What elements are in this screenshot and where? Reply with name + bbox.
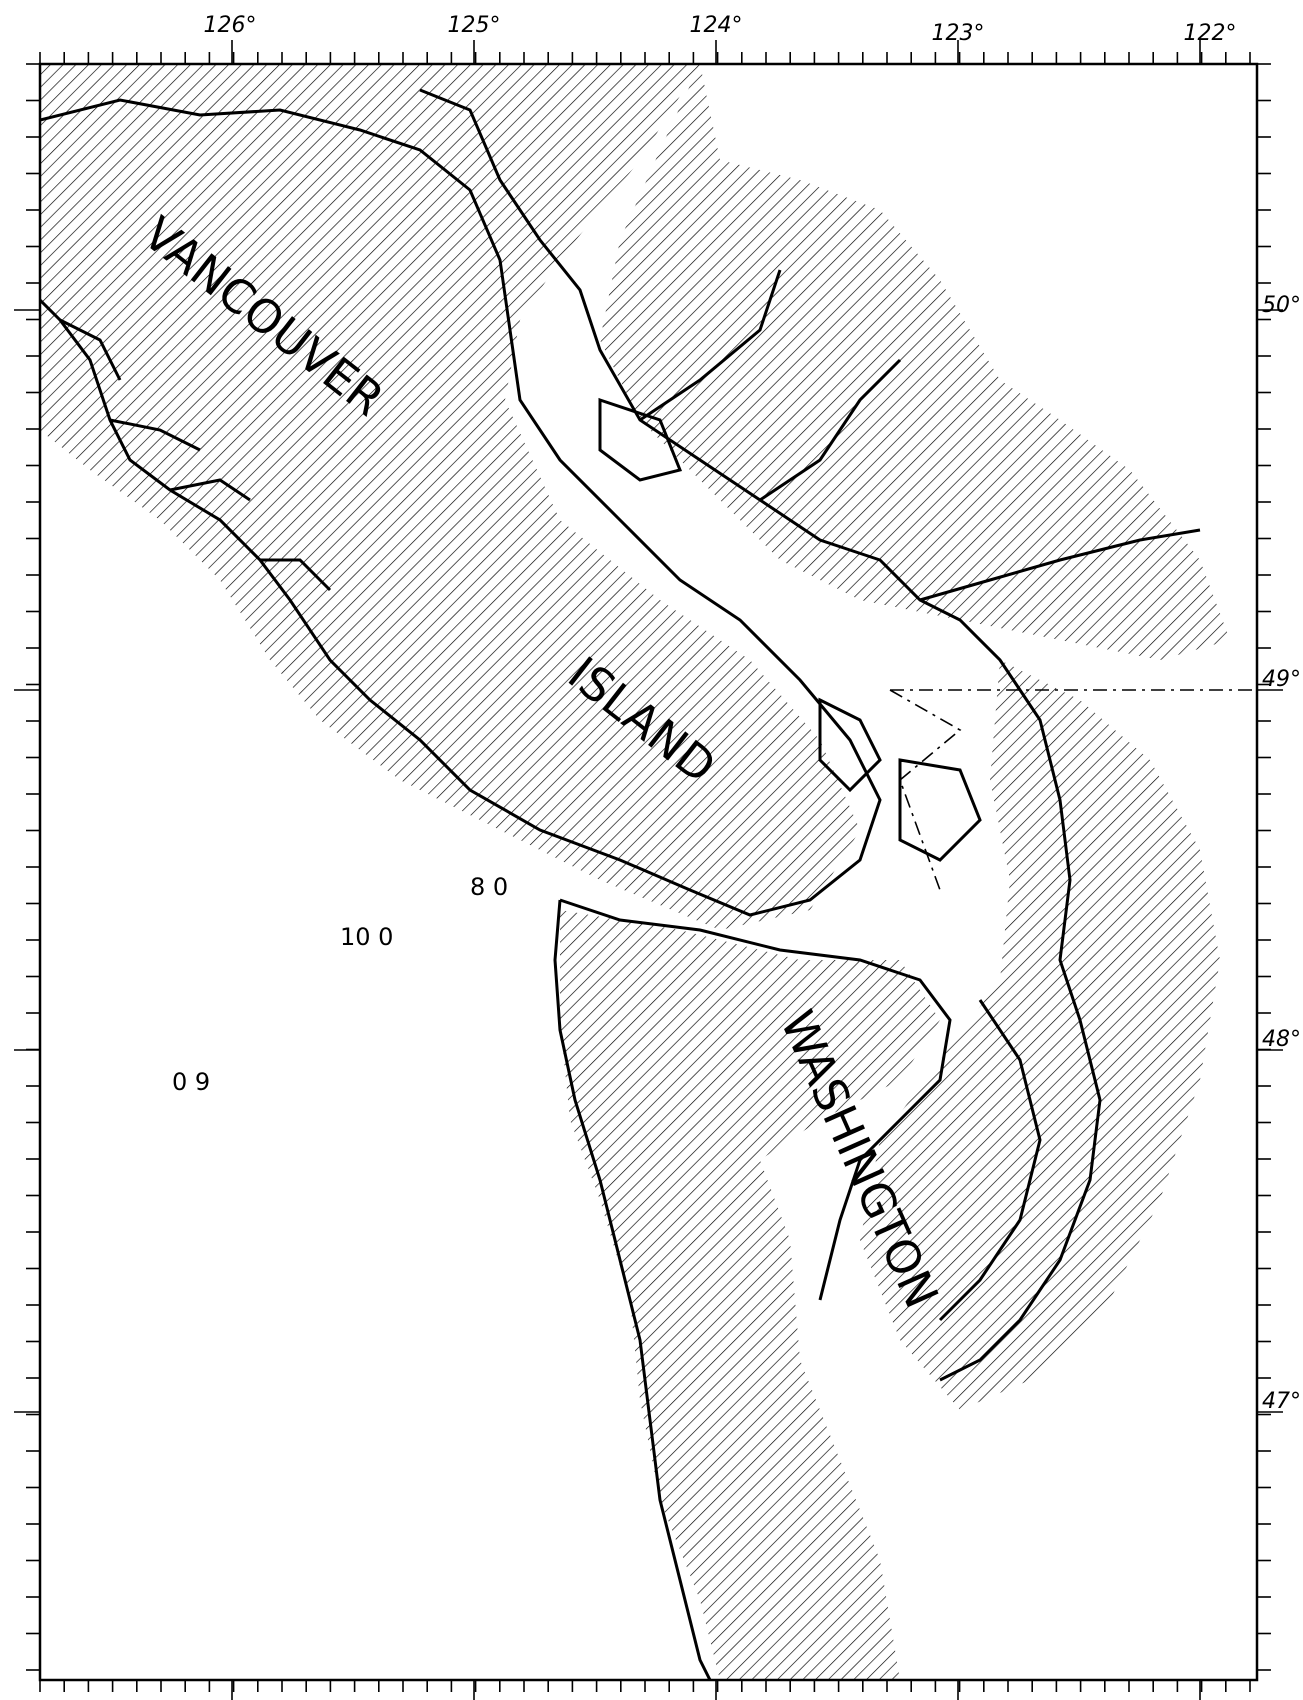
station-label-80: 8 0	[470, 873, 508, 901]
fjord-3	[919, 528, 1201, 602]
gulf-island-2	[898, 758, 982, 862]
washington-coast-hatch	[560, 910, 940, 1680]
fjord-2	[759, 358, 902, 502]
latitude-label-48: 48°	[1262, 1027, 1301, 1052]
longitude-label-125: 125°	[448, 13, 501, 38]
longitude-label-126: 126°	[204, 13, 257, 38]
map-frame	[38, 62, 1259, 1682]
vancouver-island-hatch	[40, 64, 860, 930]
fjord-1	[639, 269, 782, 422]
vi-inlet-1	[109, 418, 201, 452]
latitude-label-50: 50°	[1262, 293, 1301, 318]
vancouver-island-coast	[40, 98, 882, 917]
longitude-label-123: 123°	[932, 21, 985, 46]
longitude-label-122: 122°	[1184, 21, 1237, 46]
coastlines	[40, 88, 1201, 1680]
station-label-100: 10 0	[340, 923, 393, 951]
puget-hatch	[860, 660, 1220, 1410]
vi-inlet-3	[260, 558, 332, 592]
olympic-coast	[559, 898, 952, 1301]
hatched-terrain	[40, 64, 1230, 1680]
latitude-label-47: 47°	[1262, 1389, 1301, 1414]
latitude-label-49: 49°	[1262, 667, 1301, 692]
vi-inlet-2	[169, 478, 251, 502]
gulf-island-1	[818, 697, 882, 793]
mainland-bc-hatch	[600, 64, 1230, 660]
station-label-09: 0 9	[172, 1068, 210, 1096]
washington-outer-coast	[553, 899, 712, 1680]
longitude-label-124: 124°	[690, 13, 743, 38]
vi-inlet-4	[59, 318, 122, 381]
international-boundary	[889, 689, 1257, 891]
gulf-island-3	[598, 397, 683, 482]
mainland-coast	[419, 88, 1102, 1382]
puget-sound-outline	[938, 999, 1042, 1322]
graticule-ticks	[14, 40, 1283, 1700]
